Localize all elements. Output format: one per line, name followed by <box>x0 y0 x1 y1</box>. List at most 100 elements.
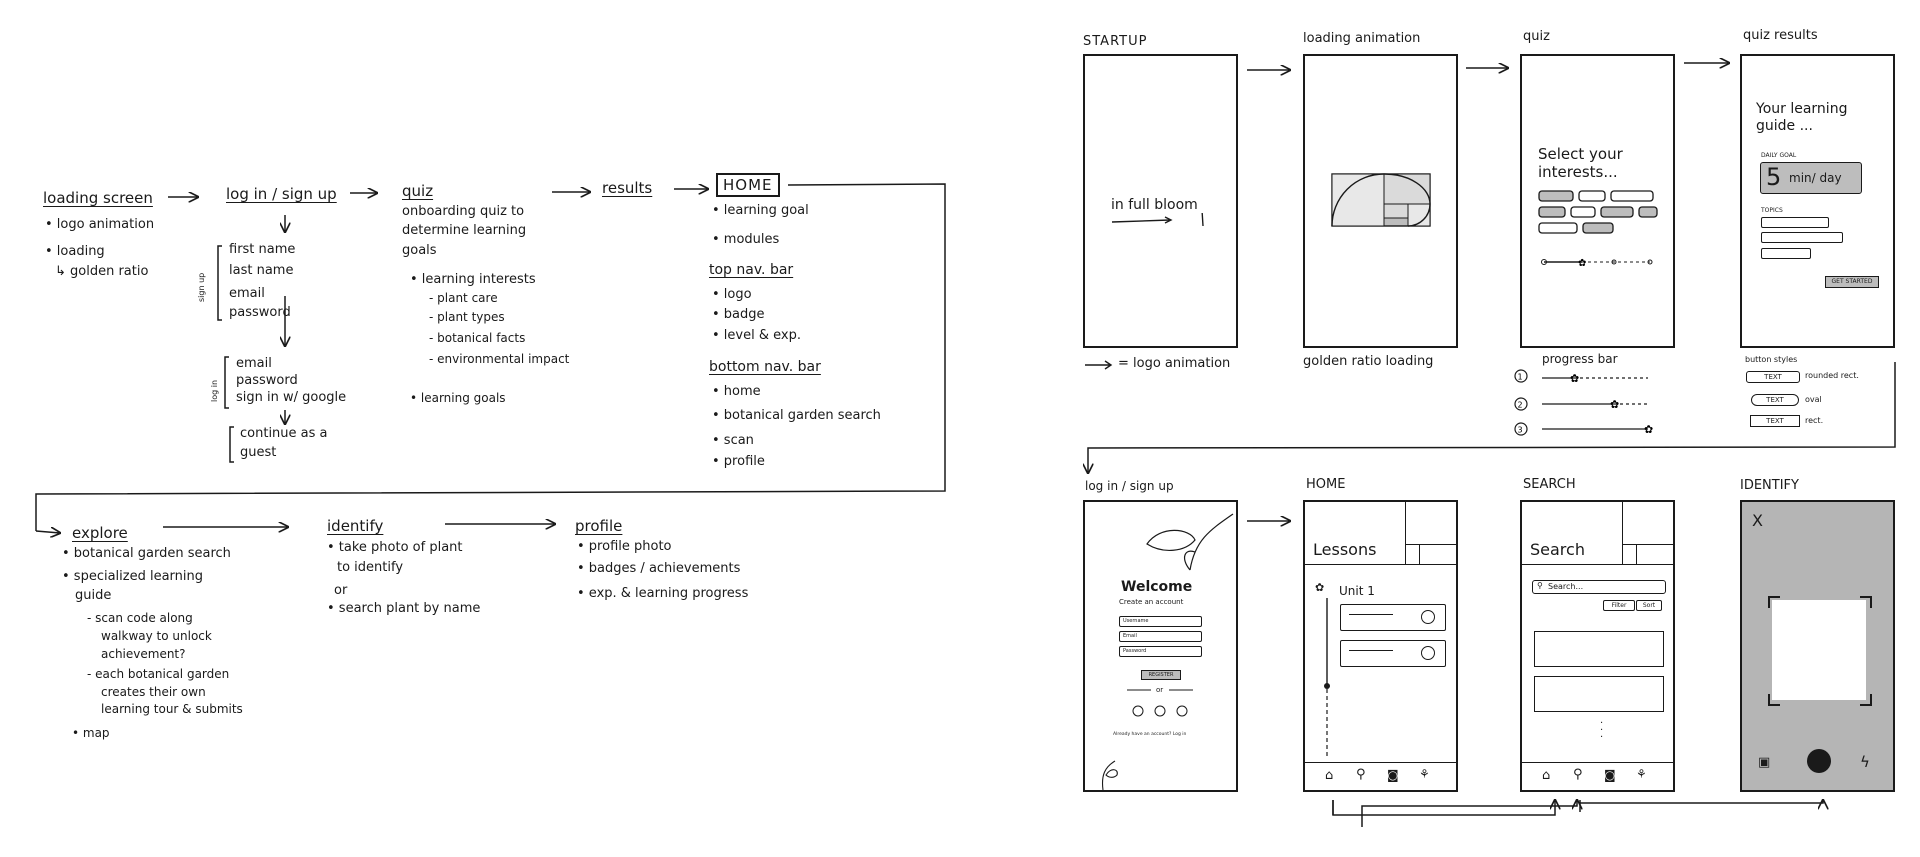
progress-bar-title: progress bar <box>1542 352 1618 366</box>
login-screen-label: log in / sign up <box>1085 479 1174 493</box>
loading-caption: golden ratio loading <box>1303 354 1434 369</box>
home-icon[interactable]: ⌂ <box>1325 768 1334 783</box>
quiz-title: quiz <box>402 182 434 200</box>
svg-text:✿: ✿ <box>1644 423 1653 436</box>
svg-text:✿: ✿ <box>1578 258 1586 269</box>
quiz-interest: - environmental impact <box>429 352 570 366</box>
profile-item: • profile photo <box>577 539 672 554</box>
explore-item: • specialized learning <box>62 569 204 584</box>
email-field[interactable]: Email <box>1119 631 1202 642</box>
results-screen: Your learning guide ... DAILY GOAL 5 min… <box>1740 54 1895 348</box>
home-header-corner <box>1405 502 1459 564</box>
quiz-desc: onboarding quiz to <box>402 204 525 219</box>
identify-item: or <box>334 583 348 598</box>
button-styles-title: button styles <box>1745 355 1798 364</box>
explore-sub: walkway to unlock <box>101 629 212 643</box>
or-text: or <box>1156 686 1164 694</box>
result-card[interactable] <box>1534 676 1664 712</box>
quiz-goals: • learning goals <box>410 391 506 405</box>
startup-logo-text: in full bloom <box>1111 197 1198 213</box>
login-field: password <box>236 373 298 388</box>
unit-flower-icon: ✿ <box>1315 581 1325 594</box>
quiz-interest: - plant types <box>429 310 505 324</box>
gallery-icon[interactable]: ▣ <box>1758 755 1771 770</box>
style-oval-label: oval <box>1805 395 1822 404</box>
flash-icon[interactable]: ϟ <box>1860 753 1870 771</box>
camera-icon[interactable]: ◙ <box>1604 768 1616 782</box>
style-rect-label: rect. <box>1805 416 1824 425</box>
home-screen-label: HOME <box>1306 477 1346 492</box>
quiz-interest: - plant care <box>429 291 498 305</box>
search-input[interactable]: ⚲ Search... <box>1532 580 1666 594</box>
shutter-button[interactable] <box>1807 749 1831 773</box>
home-item: • modules <box>712 232 780 247</box>
social-login-icons[interactable] <box>1131 704 1191 718</box>
lessons-title: Lessons <box>1313 540 1377 559</box>
identify-item: to identify <box>337 560 404 575</box>
home-icon[interactable]: ⌂ <box>1542 768 1551 783</box>
signup-field: first name <box>229 242 296 257</box>
plant-icon[interactable]: ⚘ <box>1419 767 1430 781</box>
welcome-title: Welcome <box>1121 579 1193 595</box>
startup-label: STARTUP <box>1083 34 1148 49</box>
profile-item: • exp. & learning progress <box>577 586 749 601</box>
top-nav-item: • badge <box>712 307 765 322</box>
explore-sub: - scan code along <box>87 611 193 625</box>
search-placeholder: Search... <box>1548 582 1584 591</box>
timeline <box>1324 598 1330 756</box>
loading-sub: ↳ golden ratio <box>55 264 149 279</box>
startup-caption: = logo animation <box>1118 356 1231 371</box>
get-started-button[interactable]: GET STARTED <box>1825 276 1879 288</box>
topic-item <box>1761 217 1829 228</box>
camera-viewfinder <box>1772 600 1866 700</box>
register-button[interactable]: REGISTER <box>1141 670 1181 680</box>
startup-screen: in full bloom <box>1083 54 1238 348</box>
goal-number: 5 <box>1766 163 1782 191</box>
login-field: sign in w/ google <box>236 390 347 405</box>
results-screen-label: quiz results <box>1743 28 1818 43</box>
explore-map: • map <box>72 726 110 740</box>
already-account-text[interactable]: Already have an account? Log in <box>1113 732 1187 737</box>
search-icon[interactable]: ⚲ <box>1356 767 1366 782</box>
explore-sub: creates their own <box>101 685 206 699</box>
search-screen-label: SEARCH <box>1523 477 1576 492</box>
search-icon[interactable]: ⚲ <box>1573 767 1583 782</box>
progress-bar-steps: 1 2 3 ✿ ✿ ✿ <box>1514 369 1653 436</box>
bottom-nav-item: • scan <box>712 433 754 448</box>
profile-item: • badges / achievements <box>577 561 741 576</box>
password-field[interactable]: Password <box>1119 646 1202 657</box>
sort-button[interactable]: Sort <box>1636 600 1662 611</box>
close-icon[interactable]: X <box>1752 511 1763 530</box>
explore-sub: learning tour & submits <box>101 702 243 716</box>
topics-label: TOPICS <box>1761 207 1783 214</box>
identify-screen-label: IDENTIFY <box>1740 478 1799 493</box>
explore-item: guide <box>75 588 112 603</box>
step-number: 3 <box>1518 426 1523 435</box>
sprout-icon <box>1101 760 1118 791</box>
lesson-card[interactable] <box>1340 640 1446 667</box>
bottom-nav: ⌂ ⚲ ◙ ⚘ <box>1305 762 1456 793</box>
home-title-box: HOME <box>716 173 780 197</box>
top-nav-item: • level & exp. <box>712 328 801 343</box>
explore-item: • botanical garden search <box>62 546 231 561</box>
viewfinder-corners <box>1768 596 1872 706</box>
quiz-screen: Select your interests... ✿ <box>1520 54 1675 348</box>
plant-icon[interactable]: ⚘ <box>1636 767 1647 781</box>
explore-sub: achievement? <box>101 647 186 661</box>
golden-ratio-icon <box>1331 173 1431 227</box>
lesson-card[interactable] <box>1340 604 1446 631</box>
topic-item <box>1761 232 1843 243</box>
svg-text:✿: ✿ <box>1610 398 1619 411</box>
username-field[interactable]: Username <box>1119 616 1202 627</box>
filter-button[interactable]: Filter <box>1603 600 1635 611</box>
identify-title: identify <box>327 517 384 535</box>
explore-sub: - each botanical garden <box>87 667 230 681</box>
identify-screen: X ▣ ϟ <box>1740 500 1895 792</box>
result-card[interactable] <box>1534 631 1664 667</box>
top-nav-item: • logo <box>712 287 752 302</box>
bottom-nav-item: • profile <box>712 454 765 469</box>
camera-icon[interactable]: ◙ <box>1387 768 1399 782</box>
home-header <box>1305 502 1456 565</box>
